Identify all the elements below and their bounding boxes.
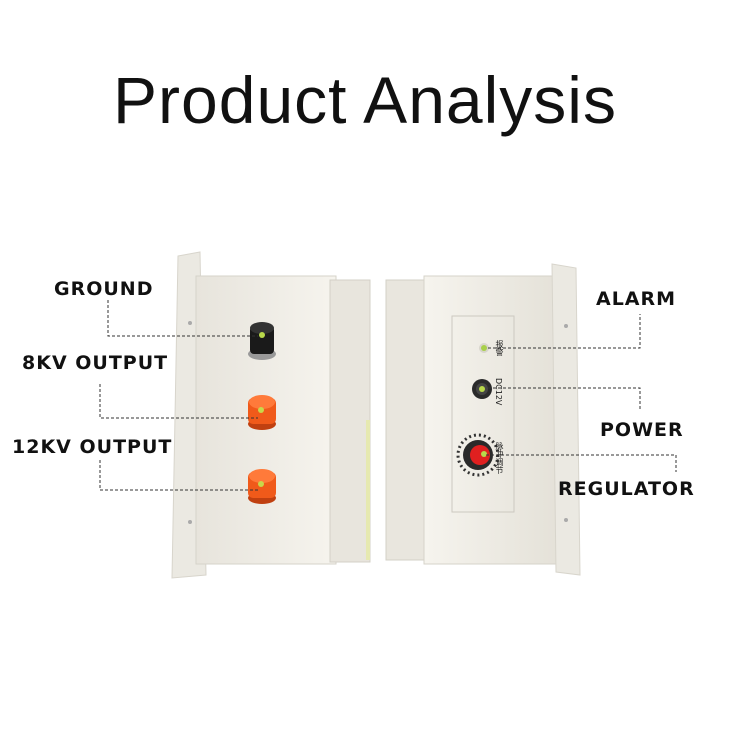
regulator-label: REGULATOR [558, 478, 695, 500]
ground-label: GROUND [54, 278, 154, 300]
alarm-label: ALARM [596, 288, 677, 310]
power-label: POWER [600, 419, 684, 441]
12kv-output-terminal [248, 469, 276, 504]
leader-lines [99, 300, 677, 491]
power-panel-text: DC12V [494, 378, 503, 406]
12kv-output-label: 12KV OUTPUT [12, 436, 173, 458]
power-led [472, 379, 492, 399]
regulator-panel-text: 脉冲调节 [495, 442, 504, 474]
ground-terminal [248, 322, 276, 360]
8kv-output-terminal [248, 395, 276, 430]
alarm-panel-text: 报警 [495, 340, 504, 356]
left-enclosure [171, 251, 371, 579]
right-enclosure [385, 263, 581, 576]
alarm-led [479, 343, 489, 353]
8kv-output-label: 8KV OUTPUT [22, 352, 169, 374]
page-title: Product Analysis [113, 63, 617, 137]
regulator-knob [456, 433, 500, 477]
